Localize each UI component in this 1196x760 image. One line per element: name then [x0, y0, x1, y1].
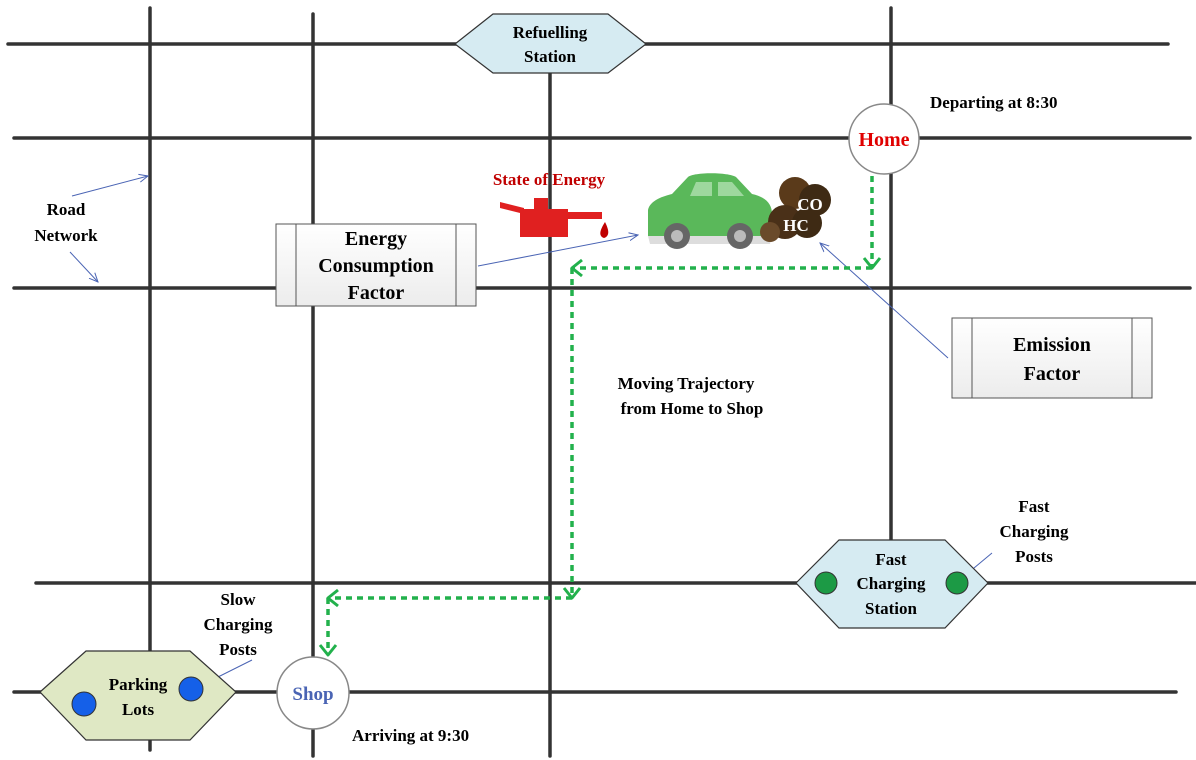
shop-label: Shop — [292, 684, 333, 705]
road-label-1: Road — [47, 200, 86, 219]
fast-charging-post — [814, 571, 838, 595]
slow-posts-label-2: Charging — [204, 615, 273, 634]
slow-charging-post — [178, 676, 204, 702]
refuelling-label-1: Refuelling — [513, 23, 588, 42]
fast-charging-station: Fast Charging Station — [795, 539, 989, 629]
fast-posts-label-3: Posts — [1015, 547, 1053, 566]
shop-node: Shop — [276, 656, 350, 730]
fuel-can-icon — [500, 198, 609, 238]
co-label: CO — [797, 195, 823, 214]
home-label: Home — [858, 129, 909, 151]
fast-station-label-3: Station — [865, 599, 918, 618]
emission-factor-box: Emission Factor — [951, 317, 1153, 399]
road-label-2: Network — [34, 226, 98, 245]
fast-station-label-2: Charging — [857, 574, 926, 593]
parking-label-1: Parking — [109, 675, 168, 694]
hc-label: HC — [783, 216, 809, 235]
refuelling-label-2: Station — [524, 47, 577, 66]
emission-label-2: Factor — [1024, 363, 1081, 385]
slow-posts-label-3: Posts — [219, 640, 257, 659]
moving-trajectory — [326, 176, 874, 655]
refuelling-station: Refuelling Station — [454, 13, 647, 74]
parking-lots: Parking Lots — [39, 650, 237, 741]
energy-pointer — [477, 235, 638, 267]
road-pointer-up — [71, 176, 148, 197]
energy-label-2: Consumption — [318, 255, 434, 277]
moving-label-2: from Home to Shop — [621, 399, 764, 418]
energy-consumption-box: Energy Consumption Factor — [275, 223, 477, 307]
arriving-label: Arriving at 9:30 — [352, 726, 469, 745]
fast-posts-label-2: Charging — [1000, 522, 1069, 541]
energy-label-3: Factor — [348, 282, 405, 304]
trajectory-arrowheads — [318, 257, 882, 657]
road-pointer-down — [69, 251, 98, 282]
energy-label-1: Energy — [345, 228, 407, 250]
emission-pointer — [820, 243, 949, 359]
car-icon — [648, 173, 772, 249]
emission-smoke-icon: CO HC — [760, 177, 831, 242]
state-of-energy-label: State of Energy — [493, 170, 606, 189]
emission-label-1: Emission — [1013, 334, 1091, 356]
home-node: Home — [848, 103, 920, 175]
moving-label-1: Moving Trajectory — [618, 374, 755, 393]
parking-label-2: Lots — [122, 700, 155, 719]
slow-posts-label-1: Slow — [221, 590, 257, 609]
fast-charging-post — [945, 571, 969, 595]
slow-charging-post — [71, 691, 97, 717]
fast-station-label-1: Fast — [875, 550, 907, 569]
departing-label: Departing at 8:30 — [930, 93, 1057, 112]
fast-posts-label-1: Fast — [1018, 497, 1050, 516]
